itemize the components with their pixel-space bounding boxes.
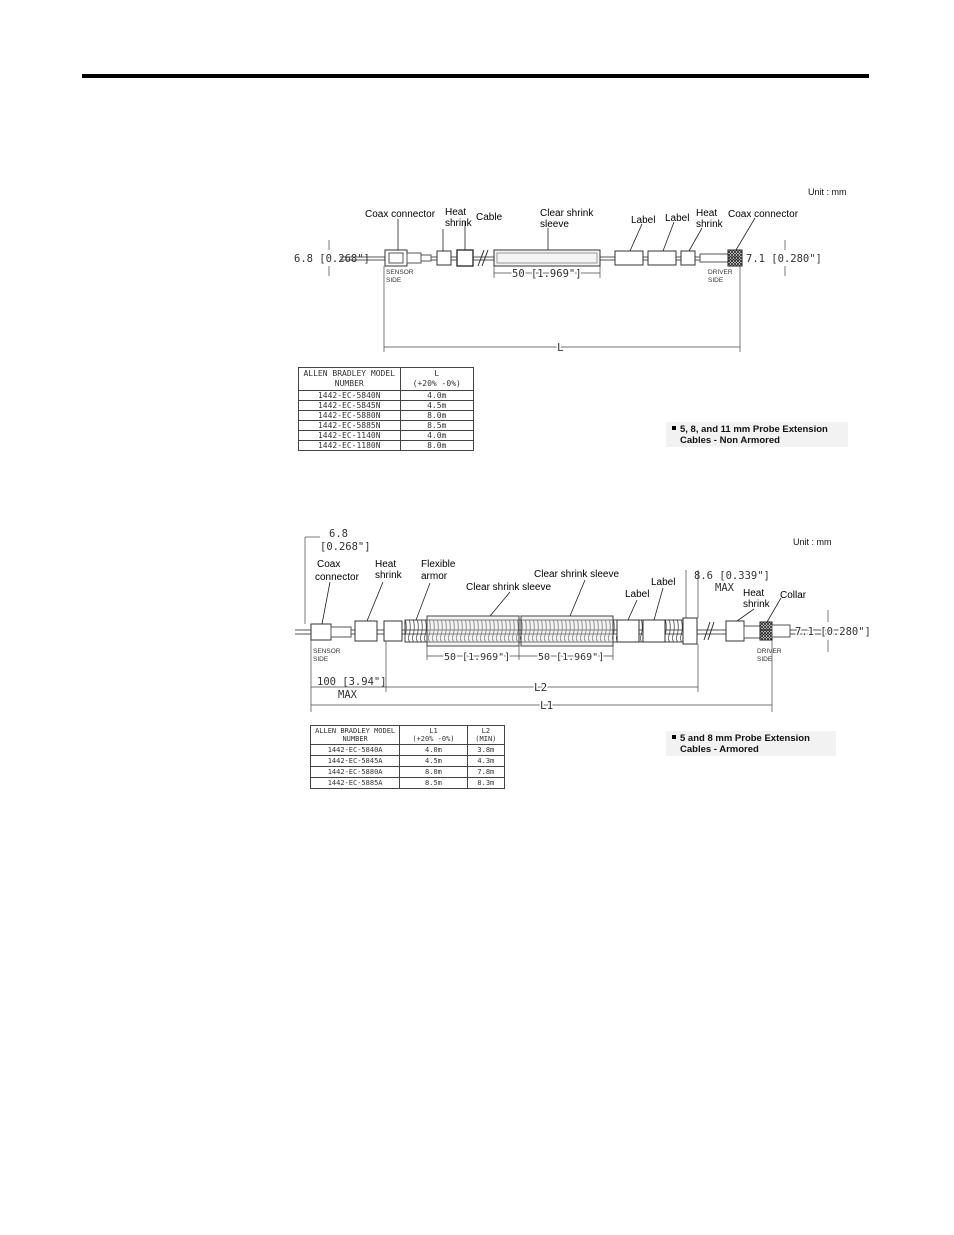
cable-block — [456, 249, 474, 267]
svg-text:L1: L1 — [540, 699, 553, 712]
svg-text:Heat: Heat — [743, 588, 764, 599]
svg-text:shrink: shrink — [445, 218, 473, 229]
svg-text:50 [1.969"]: 50 [1.969"] — [512, 268, 582, 280]
svg-text:MAX: MAX — [715, 582, 735, 594]
armored-model-table: ALLEN BRADLEY MODEL NUMBER L1(+20% -0%) … — [309, 725, 506, 789]
svg-text:SIDE: SIDE — [757, 656, 773, 663]
svg-text:Coax connector: Coax connector — [728, 209, 799, 220]
bullet-icon — [672, 735, 676, 739]
svg-text:connector: connector — [315, 572, 360, 583]
non-armored-cable-drawing: 6.8 [0.268"] 7.1 [0.280"] 50 [1.969"] L … — [294, 207, 822, 356]
svg-text:Label: Label — [651, 577, 675, 588]
svg-text:SENSOR: SENSOR — [313, 648, 341, 655]
unit-label: Unit : mm — [808, 187, 847, 197]
svg-text:Collar: Collar — [780, 590, 807, 601]
unit-label-2: Unit : mm — [793, 537, 832, 547]
svg-text:Heat: Heat — [375, 559, 396, 570]
svg-text:7.1 [0.280"]: 7.1 [0.280"] — [746, 253, 822, 265]
svg-text:Heat: Heat — [445, 207, 466, 218]
label-sleeve-1 — [614, 250, 644, 266]
svg-text:100 [3.94"]: 100 [3.94"] — [317, 676, 387, 688]
svg-text:6.8 [0.268"]: 6.8 [0.268"] — [294, 253, 370, 265]
heat-shrink-left-2 — [354, 620, 378, 642]
coax-connector-driver — [727, 249, 743, 267]
label-sleeve-b — [642, 619, 666, 643]
header-model-number: ALLEN BRADLEY MODEL NUMBER — [298, 367, 401, 391]
svg-text:shrink: shrink — [743, 599, 771, 610]
svg-text:shrink: shrink — [696, 219, 724, 230]
armored-caption: 5 and 8 mm Probe Extension Cables - Armo… — [666, 731, 836, 756]
svg-text:Label: Label — [625, 589, 649, 600]
svg-text:Label: Label — [631, 215, 655, 226]
svg-text:DRIVER: DRIVER — [708, 269, 733, 276]
svg-text:50 [1.969"]: 50 [1.969"] — [538, 652, 604, 663]
svg-text:Coax connector: Coax connector — [365, 209, 436, 220]
coax-connector-sensor — [384, 249, 408, 267]
label-sleeve-a — [616, 619, 640, 643]
svg-text:SENSOR: SENSOR — [386, 269, 414, 276]
svg-text:Cable: Cable — [476, 212, 503, 223]
table-header-row: ALLEN BRADLEY MODEL NUMBER L1(+20% -0%) … — [309, 725, 506, 745]
clear-shrink-sleeve-a — [426, 615, 520, 647]
svg-text:L2: L2 — [534, 681, 547, 694]
svg-text:SIDE: SIDE — [708, 277, 724, 284]
header-l1: L1(+20% -0%) — [399, 725, 468, 745]
svg-text:6.8: 6.8 — [329, 528, 348, 540]
svg-text:Clear shrink sleeve: Clear shrink sleeve — [534, 569, 619, 580]
collar — [759, 621, 773, 641]
svg-text:sleeve: sleeve — [540, 219, 569, 230]
svg-text:Flexible: Flexible — [421, 559, 456, 570]
svg-text:SIDE: SIDE — [313, 656, 329, 663]
svg-text:7.1 [0.280"]: 7.1 [0.280"] — [795, 626, 871, 638]
svg-text:Label: Label — [665, 213, 689, 224]
coax-connector-sensor-2 — [310, 623, 332, 641]
non-armored-caption: 5, 8, and 11 mm Probe Extension Cables -… — [666, 422, 848, 447]
table-header-row: ALLEN BRADLEY MODEL NUMBER L(+20% -0%) — [298, 367, 474, 391]
svg-text:L: L — [557, 341, 564, 354]
heat-shrink-right-2 — [725, 620, 745, 642]
svg-text:DRIVER: DRIVER — [757, 648, 782, 655]
non-armored-model-table: ALLEN BRADLEY MODEL NUMBER L(+20% -0%) 1… — [298, 367, 474, 451]
heat-shrink-right — [680, 250, 696, 266]
clear-shrink-sleeve — [493, 249, 601, 267]
svg-text:50 [1.969"]: 50 [1.969"] — [444, 652, 510, 663]
bullet-icon — [672, 426, 676, 430]
svg-text:8.6 [0.339"]: 8.6 [0.339"] — [694, 570, 770, 582]
svg-text:shrink: shrink — [375, 570, 403, 581]
svg-text:Clear shrink sleeve: Clear shrink sleeve — [466, 582, 551, 593]
header-model-number: ALLEN BRADLEY MODEL NUMBER — [309, 725, 401, 745]
svg-text:armor: armor — [421, 571, 448, 582]
header-rule — [82, 74, 869, 78]
header-length: L(+20% -0%) — [399, 367, 474, 391]
label-sleeve-2 — [647, 250, 677, 266]
clear-shrink-sleeve-b — [520, 615, 614, 647]
svg-text:MAX: MAX — [338, 689, 358, 701]
svg-text:Clear shrink: Clear shrink — [540, 208, 594, 219]
svg-text:SIDE: SIDE — [386, 277, 402, 284]
svg-text:Coax: Coax — [317, 559, 340, 570]
header-l2: L2(MIN) — [466, 725, 506, 745]
heat-shrink-left — [436, 250, 452, 266]
svg-text:Heat: Heat — [696, 208, 717, 219]
svg-text:[0.268"]: [0.268"] — [320, 541, 371, 553]
armored-cable-drawing: 6.8 [0.268"] 8.6 [0.339"] MAX 7.1 [0.280… — [295, 528, 872, 714]
